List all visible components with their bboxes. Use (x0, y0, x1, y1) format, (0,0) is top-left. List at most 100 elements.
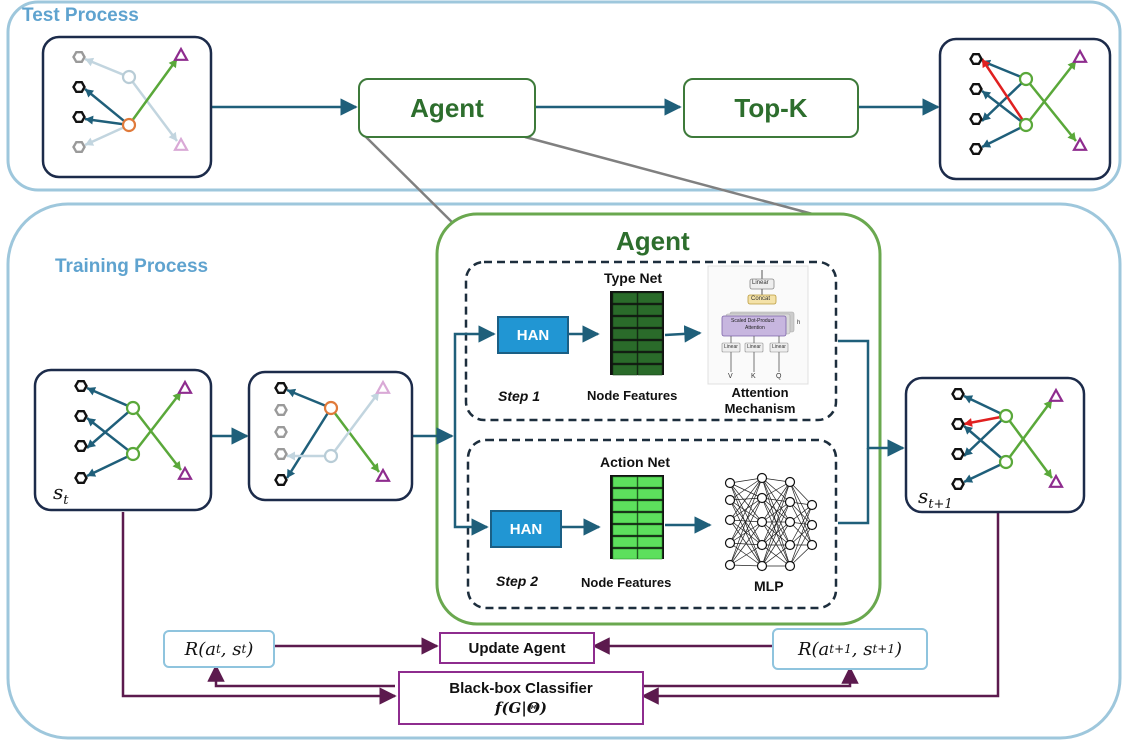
zoom-line-right (524, 135, 821, 218)
graph-test-in-edge-4 (84, 123, 130, 147)
graph-test-in-edge-3-head (85, 115, 94, 125)
training-process-title: Training Process (55, 256, 209, 277)
mlp-neuron-1-0 (756, 472, 768, 484)
graph-test-out-hex-node-2 (969, 113, 983, 125)
mlp-edge (729, 482, 763, 499)
graph-test-out-edge-4 (1025, 60, 1077, 126)
mlp-label: MLP (754, 578, 784, 594)
graph-st-edge-1-head (87, 439, 96, 448)
graph-test-out-edge-5-head (1067, 131, 1076, 141)
graph-st1-edge-1 (963, 415, 1007, 457)
type-net-feature-matrix (610, 291, 664, 376)
type-features-cell-3-1 (637, 328, 663, 340)
mlp-neuron-0-4 (724, 559, 736, 571)
type-features-cell-5-1 (637, 352, 663, 364)
mlp-neuron-0-1 (724, 494, 736, 506)
graph-mid-edge-3-head (287, 451, 295, 461)
state-t1-graph-box (904, 376, 1086, 514)
action-features-cell-3-0 (612, 512, 638, 524)
mlp-edge (729, 477, 763, 544)
graph-mid-edge-4-head (370, 392, 379, 402)
graph-st1-edge-6-head (964, 418, 973, 427)
graph-st1-hex-node-2 (951, 448, 965, 460)
state-t-graph (74, 379, 193, 484)
mlp-edge (789, 481, 813, 506)
branch-to-han1 (453, 325, 496, 436)
mlp-neuron-1-1 (756, 492, 768, 504)
step-1-label: Step 1 (498, 388, 541, 404)
action-features-cell-4-1 (637, 524, 663, 536)
mlp-edge (729, 521, 763, 566)
action-features-cell-0-0 (612, 476, 638, 488)
graph-st1-edge-0-head (964, 395, 974, 404)
mlp-edge (729, 477, 763, 521)
graph-test-out-edge-3-head (982, 139, 992, 148)
mlp-neuron-2-1 (784, 496, 796, 508)
mlp-edge (729, 482, 763, 567)
type-features-cell-2-0 (612, 316, 638, 328)
graph-test-out-edge-3 (981, 123, 1027, 149)
test-output-graph-box (938, 37, 1112, 181)
graph-st-hex-node-2 (74, 440, 88, 452)
graph-mid-hex-node-3 (274, 448, 288, 460)
test-agent-box: Agent (358, 78, 536, 138)
graph-mid-edge-2-head (370, 462, 379, 472)
attention-mechanism-diagram (707, 265, 809, 385)
mlp-edge (761, 501, 791, 567)
graph-st-edge-4-head (172, 392, 181, 402)
action-features-cell-3-1 (637, 512, 663, 524)
mlp-neuron-1-2 (756, 516, 768, 528)
action-net-feature-matrix (610, 475, 664, 560)
type-features-cell-6-1 (637, 364, 663, 376)
graph-st1-hex-node-1 (951, 418, 965, 430)
attention-h: h (797, 320, 801, 326)
mlp-neuron-2-4 (784, 560, 796, 572)
attention-label-line1: Attention (731, 385, 789, 400)
mlp-edge (729, 521, 763, 544)
graph-test-out-edge-2 (981, 90, 1027, 126)
mlp-edge (761, 521, 791, 567)
state-t1-graph (951, 387, 1064, 490)
graph-st-edge-4 (132, 391, 182, 455)
graph-test-in-edge-5 (127, 58, 179, 126)
graph-st1-edge-4 (1004, 399, 1054, 463)
mlp-edge (729, 542, 763, 567)
flow-classifier-to-rt (207, 664, 395, 688)
graph-test-out-edge-4-head (1067, 61, 1076, 71)
mlp-edge (729, 477, 763, 501)
action-features-cell-2-1 (637, 500, 663, 512)
graph-st-edge-2 (86, 417, 134, 455)
test-process-region (6, 0, 1122, 192)
mlp-edge (761, 481, 791, 499)
state-intermediate-graph (274, 379, 391, 486)
test-input-graph (72, 46, 189, 153)
graph-st1-edge-5-head (1043, 468, 1052, 478)
attention-q: Q (776, 373, 782, 380)
classifier-formula: f(G|Θ) (495, 698, 547, 717)
graph-test-in-hex-node-0 (72, 51, 86, 63)
mlp-edge (789, 524, 813, 567)
graph-st-edge-5-head (172, 460, 181, 470)
graph-mid-edge-2 (330, 407, 380, 473)
graph-test-out-edge-5 (1025, 78, 1077, 142)
graph-st1-mid-node-1 (998, 454, 1014, 470)
mlp-neuron-1-3 (756, 539, 768, 551)
test-output-graph (969, 48, 1088, 155)
graph-test-in-tri-node-0 (173, 46, 189, 61)
mlp-edge (761, 497, 791, 546)
state-t-label: st (53, 480, 69, 508)
step-2-label: Step 2 (496, 573, 539, 589)
graph-st-edge-3-head (87, 468, 97, 477)
state-t1-label: st+1 (918, 484, 953, 512)
attention-linear-top: Linear (752, 280, 769, 286)
mlp-edge (761, 481, 791, 567)
action-features-cell-5-1 (637, 536, 663, 548)
type-net-han-block: HAN (497, 316, 569, 354)
test-process-title: Test Process (22, 5, 139, 26)
graph-st-tri-node-0 (177, 379, 193, 394)
black-box-classifier-box: Black-box Classifier f(G|Θ) (398, 671, 644, 725)
type-features-cell-4-1 (637, 340, 663, 352)
graph-st1-tri-node-0 (1048, 387, 1064, 402)
type-net-title: Type Net (604, 270, 663, 286)
